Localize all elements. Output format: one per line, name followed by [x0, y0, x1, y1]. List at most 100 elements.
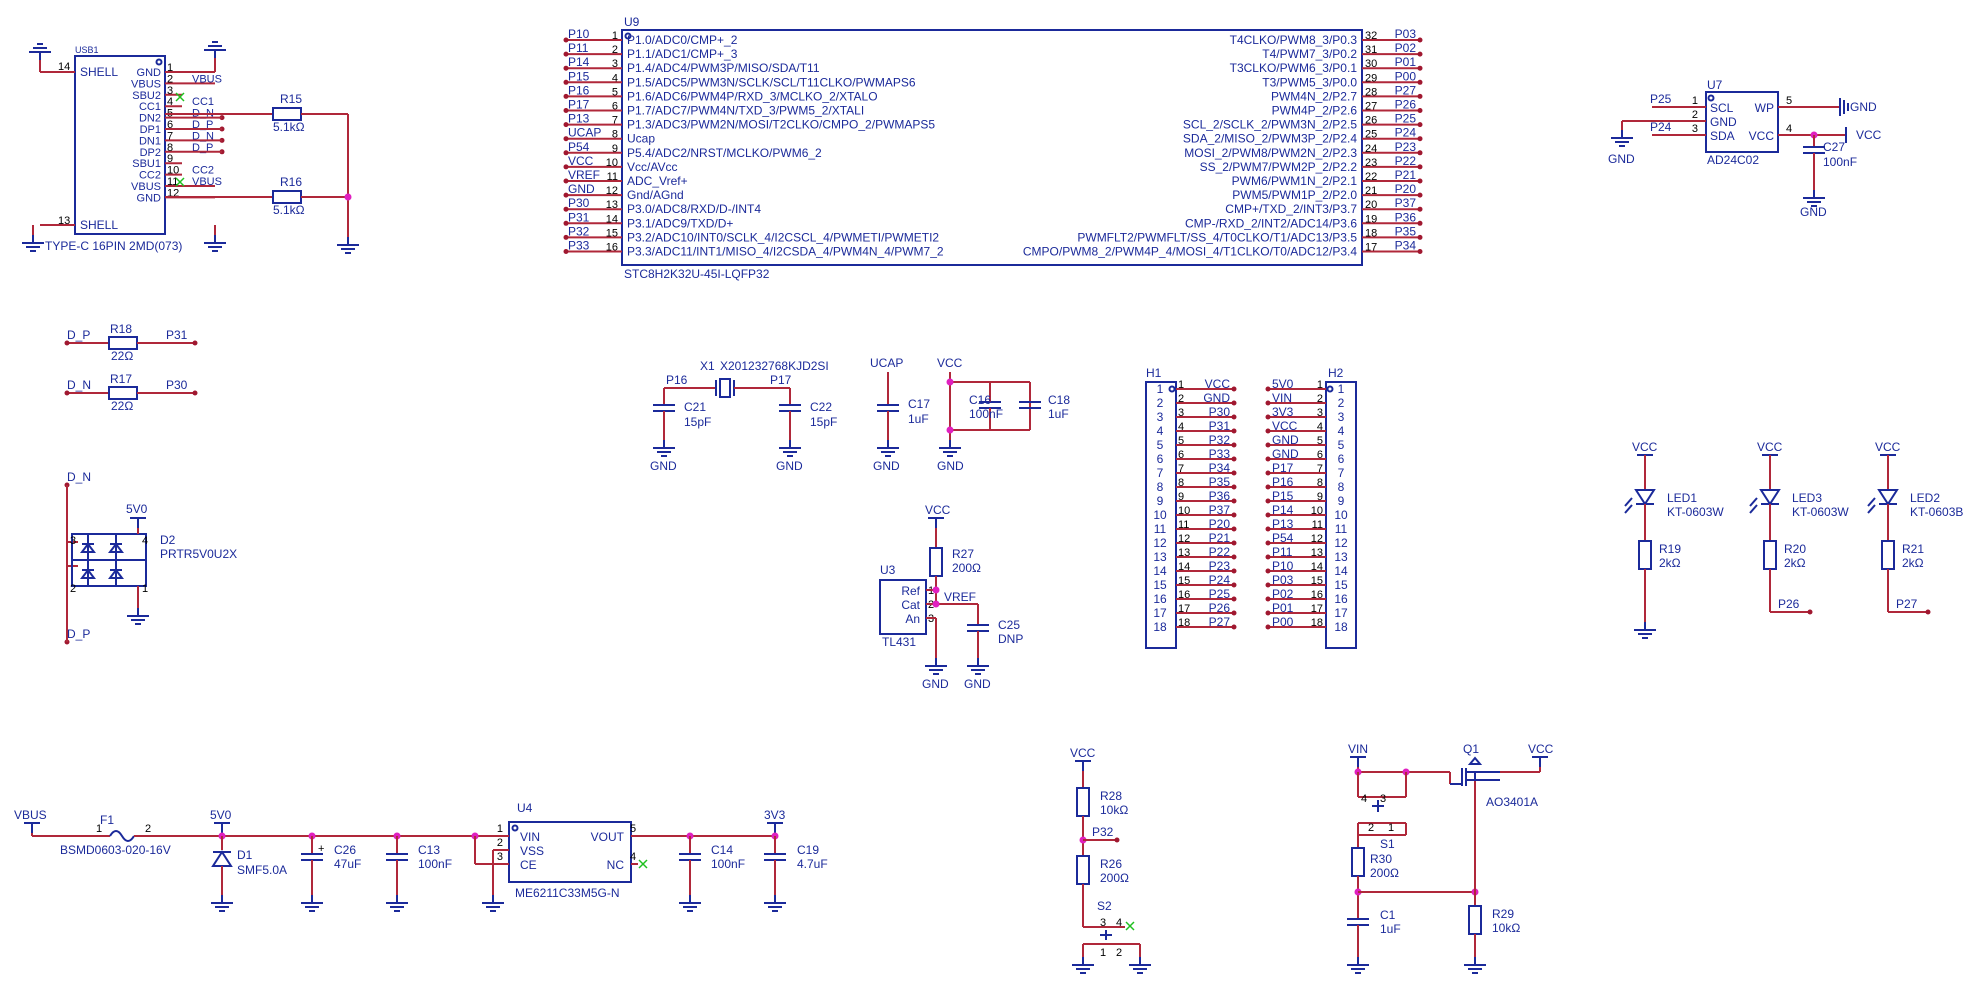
usb-pin-net-4: CC1: [192, 96, 214, 108]
h2-num-9: 9: [1338, 494, 1345, 508]
h2-num-1: 1: [1338, 382, 1345, 396]
net-port: [1265, 610, 1271, 616]
h2-pinnum-18: 18: [1311, 617, 1323, 629]
usb-pin-name-8: DP2: [140, 147, 161, 159]
mcu-num-8: 8: [612, 129, 618, 141]
h1-num-16: 16: [1153, 592, 1167, 606]
h1-net-14: P23: [1209, 559, 1231, 573]
mcu-net-18: P35: [1395, 224, 1417, 238]
h2-pinnum-16: 16: [1311, 589, 1323, 601]
h1-num-13: 13: [1153, 550, 1167, 564]
usb-pin-num-14: 14: [58, 61, 70, 73]
mcu-num-30: 30: [1365, 58, 1377, 70]
h2-net-4: VCC: [1272, 419, 1298, 433]
usb-pin-net-2: VBUS: [192, 73, 222, 85]
h2-net-13: P11: [1272, 545, 1293, 559]
r27-ref: R27: [952, 547, 974, 561]
h2-pinnum-14: 14: [1311, 561, 1323, 573]
eeprom-ref: U7: [1707, 78, 1723, 92]
c13-ref: C13: [418, 843, 440, 857]
esd-top-net: D_N: [67, 470, 91, 484]
mcu-num-4: 4: [612, 72, 618, 84]
mcu-pin-24: MOSI_2/PWM8/PWM2N_2/P2.3: [1184, 146, 1357, 160]
led-net-2: P26: [1778, 597, 1800, 611]
net-port: [1231, 610, 1237, 616]
mcu-num-16: 16: [606, 242, 618, 254]
mcu-pin-12: Gnd/AGnd: [627, 188, 684, 202]
h2-pinnum-7: 7: [1317, 463, 1323, 475]
h1-net-17: P26: [1209, 601, 1231, 615]
vcc-caps-gnd: GND: [937, 459, 964, 473]
h1-pinnum-13: 13: [1178, 547, 1190, 559]
net-port: [563, 122, 569, 128]
net-port: [1231, 540, 1237, 546]
net-port: [563, 108, 569, 113]
mcu-net-31: P02: [1395, 41, 1417, 55]
h1-pinnum-14: 14: [1178, 561, 1190, 573]
h1-net-16: P25: [1209, 587, 1231, 601]
mcu-pin-29: T3/PWM5_3/P0.0: [1262, 75, 1357, 89]
mcu-net-8: UCAP: [568, 126, 601, 140]
led-value-3: KT-0603B: [1910, 505, 1963, 519]
mcu-net-7: P13: [568, 112, 590, 126]
s1-pin-3: 3: [1380, 793, 1386, 805]
indicator-leds: VCCLED1KT-0603WR192kΩVCCLED3KT-0603WR202…: [1624, 440, 1963, 639]
h1-net-10: P37: [1209, 503, 1231, 517]
c18-ref: C18: [1048, 393, 1070, 407]
vcc-decoupling: VCC C16 100nF C18 1uF GND: [937, 356, 1070, 473]
mcu-num-14: 14: [606, 213, 618, 225]
net-3v3: 3V3: [764, 808, 786, 822]
usb-pin-num-2: 2: [167, 73, 173, 85]
mcu-net-32: P03: [1395, 27, 1417, 41]
mcu-net-21: P20: [1395, 182, 1417, 196]
mcu-pin-18: PWMFLT2/PWMFLT/SS_4/T0CLKO/T1/ADC13/P3.5: [1077, 230, 1357, 244]
h1-num-18: 18: [1153, 620, 1167, 634]
net-port: [1265, 582, 1271, 588]
c25-gnd: GND: [964, 677, 991, 691]
h1-pinnum-11: 11: [1178, 519, 1189, 531]
r18-left-net: D_P: [67, 328, 90, 342]
mcu-pin-19: CMP-/RXD_2/INT2/ADC14/P3.6: [1185, 216, 1357, 230]
led-ref-3: LED2: [1910, 491, 1940, 505]
h2-num-7: 7: [1338, 466, 1345, 480]
h1-net-4: P31: [1209, 419, 1231, 433]
u4-num-4: 4: [630, 851, 636, 863]
usb-pin-name-12: GND: [137, 192, 162, 204]
h1-num-15: 15: [1153, 578, 1167, 592]
h1-num-4: 4: [1157, 424, 1164, 438]
c14-ref: C14: [711, 843, 733, 857]
h1-net-5: P32: [1209, 433, 1231, 447]
mcu-num-1: 1: [612, 30, 618, 42]
h2-pinnum-1: 1: [1317, 379, 1323, 391]
h1-pinnum-16: 16: [1178, 589, 1190, 601]
h1-net-7: P34: [1209, 461, 1231, 475]
eeprom-num-3: 3: [1692, 123, 1698, 135]
net-port: [1265, 400, 1271, 406]
h1-num-5: 5: [1157, 438, 1164, 452]
h1-num-14: 14: [1153, 564, 1167, 578]
mcu-net-11: VREF: [568, 168, 600, 182]
crystal-x1: X1 X201232768KJD2SI P16 P17 C21 15pF GND…: [650, 359, 837, 473]
s2-pin-3: 3: [1100, 917, 1106, 929]
eeprom-gnd-label: GND: [1608, 152, 1635, 166]
net-port: [1417, 51, 1423, 57]
r30-value: 200Ω: [1370, 866, 1399, 880]
net-port: [563, 150, 569, 156]
net-port: [1231, 470, 1237, 476]
usb-pin-name-13: SHELL: [80, 218, 118, 232]
r28-value: 10kΩ: [1100, 803, 1128, 817]
mcu-num-18: 18: [1365, 227, 1377, 239]
h1-pinnum-5: 5: [1178, 435, 1184, 447]
h2-pinnum-13: 13: [1311, 547, 1323, 559]
h1-pinnum-15: 15: [1178, 575, 1190, 587]
net-port: [1231, 414, 1237, 420]
u4-ref: U4: [517, 801, 533, 815]
mcu-num-21: 21: [1365, 185, 1377, 197]
net-port: [1231, 512, 1237, 518]
net-port: [1231, 624, 1237, 630]
u3-pin-an: An: [905, 612, 920, 626]
eeprom-net-sda: P24: [1650, 120, 1672, 134]
usb-pin-num-7: 7: [167, 130, 173, 142]
